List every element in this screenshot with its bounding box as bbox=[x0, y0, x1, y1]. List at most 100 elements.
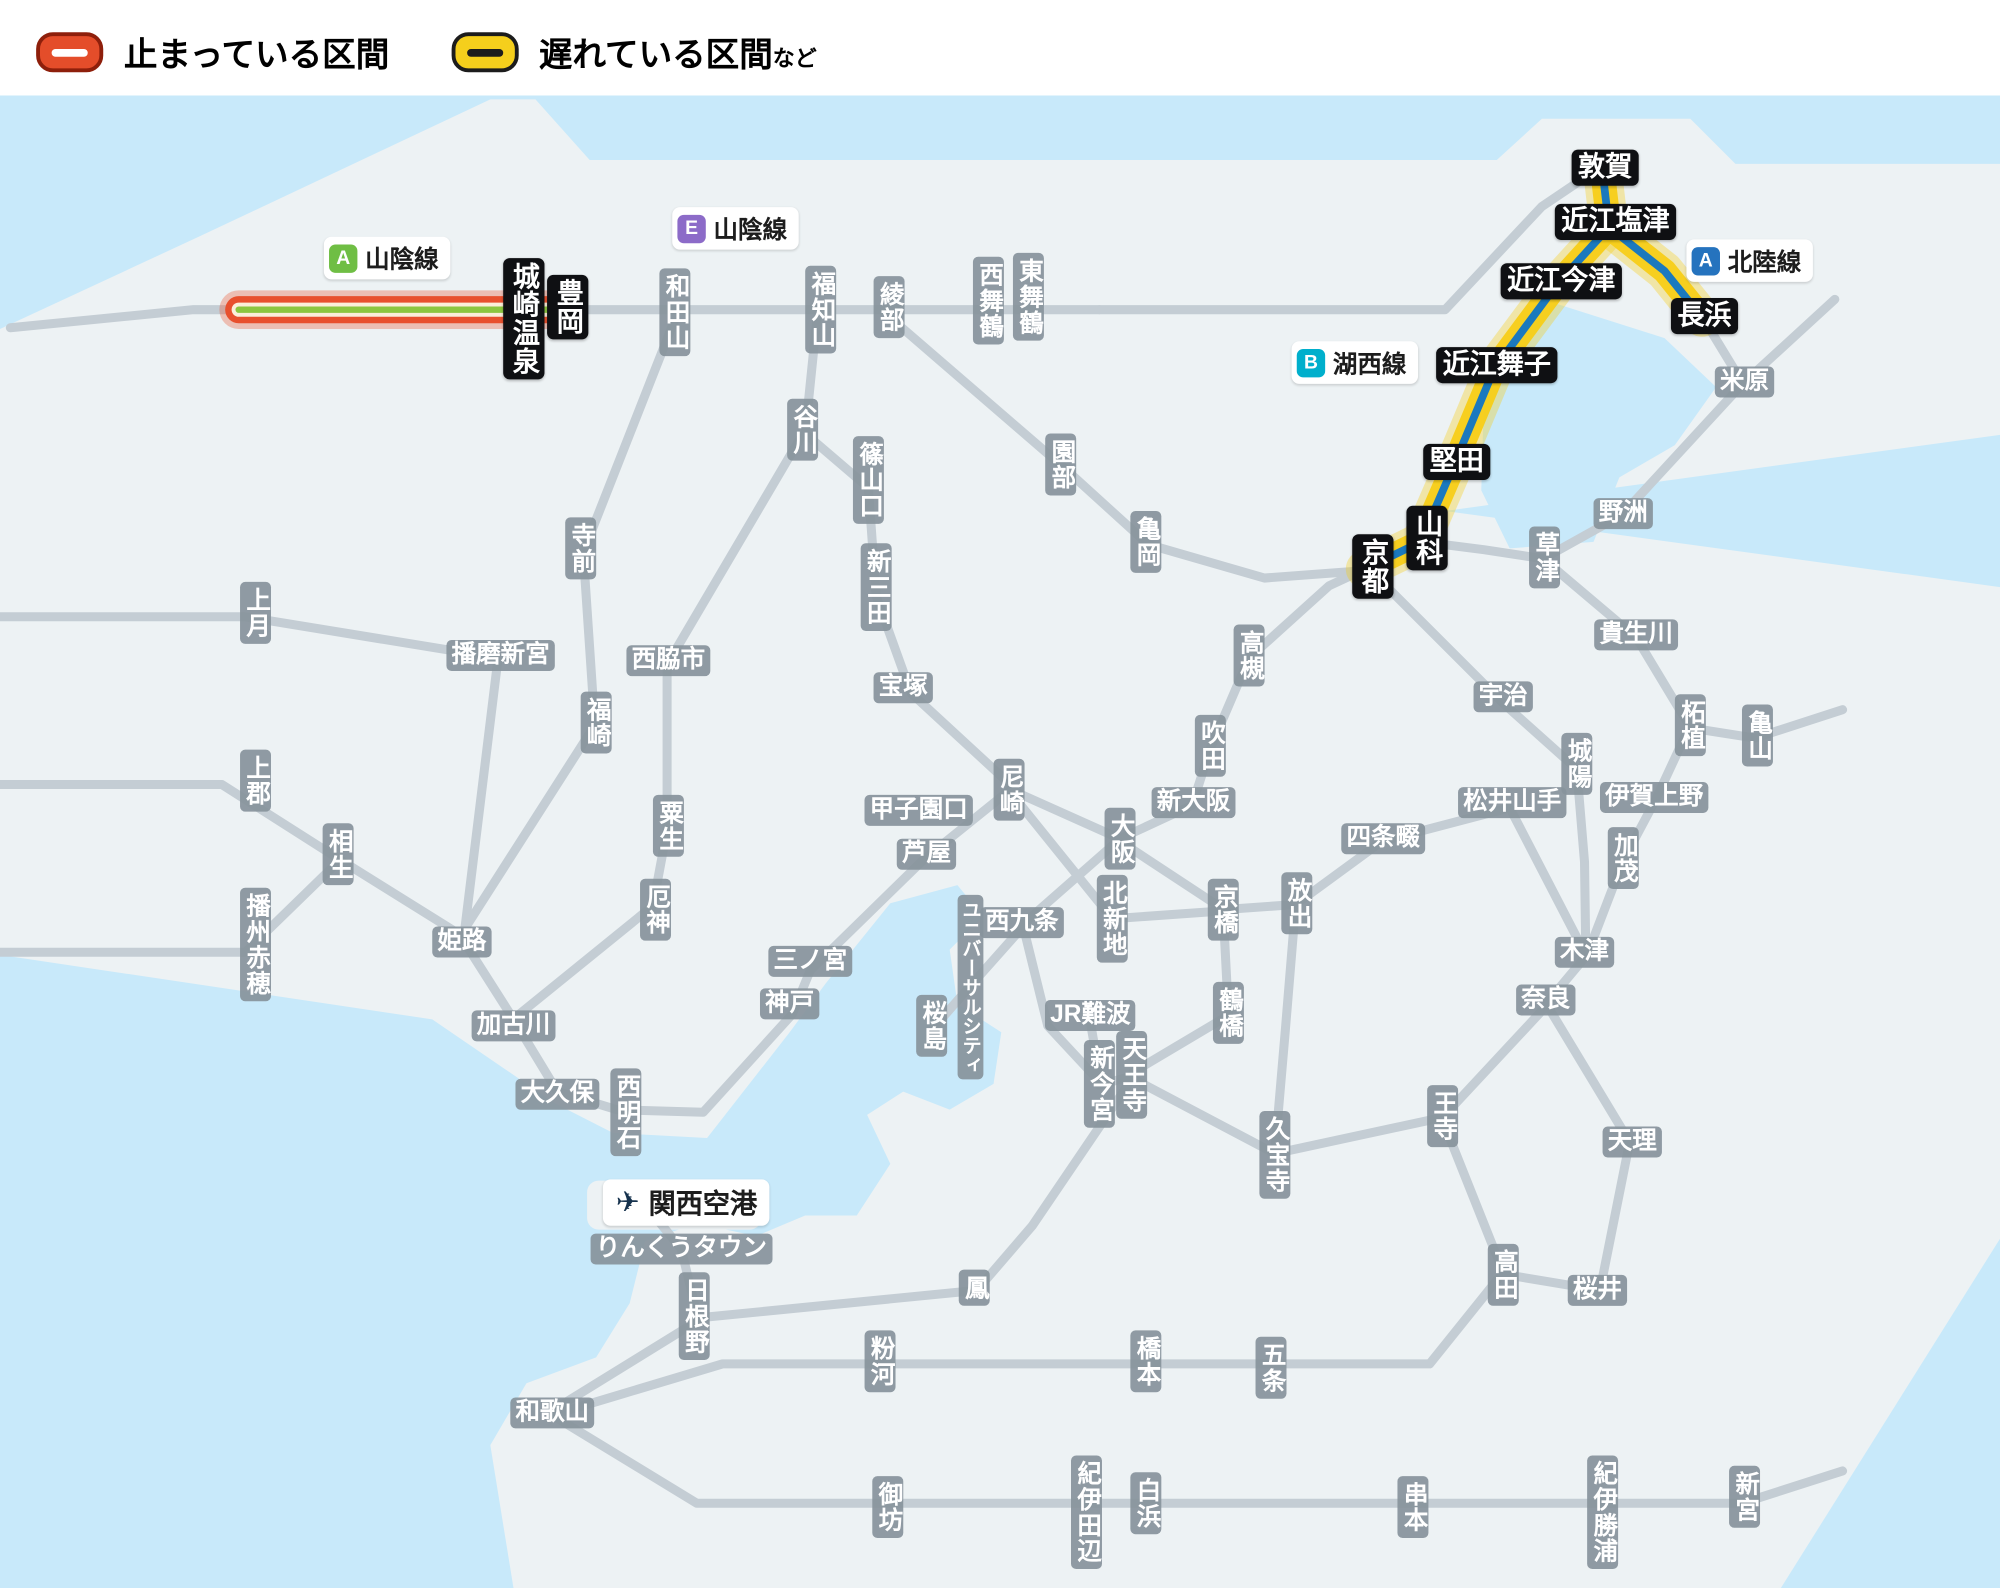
station-label: 京都 bbox=[1352, 534, 1394, 599]
line-badge-label: 湖西線 bbox=[1332, 351, 1407, 379]
station-label: 播磨新宮 bbox=[446, 640, 555, 671]
station-label: 桜井 bbox=[1567, 1274, 1628, 1306]
station-label: 松井山手 bbox=[1458, 787, 1567, 819]
station-label: 新大阪 bbox=[1151, 787, 1236, 819]
station-label: 堅田 bbox=[1423, 443, 1491, 481]
station-label: 新今宮 bbox=[1083, 1039, 1115, 1128]
station-label: 姫路 bbox=[432, 926, 492, 958]
station-label: 宇治 bbox=[1473, 681, 1533, 713]
station-label: 大久保 bbox=[515, 1078, 600, 1110]
station-label: 園部 bbox=[1045, 433, 1077, 496]
station-label: 寺前 bbox=[565, 517, 597, 580]
station-label: 西舞鶴 bbox=[972, 256, 1004, 345]
station-label: 橋本 bbox=[1130, 1330, 1162, 1393]
station-label: 城陽 bbox=[1561, 732, 1593, 795]
station-label: 上月 bbox=[240, 581, 271, 644]
station-label: 篠山口 bbox=[852, 436, 884, 524]
station-label: 甲子園口 bbox=[864, 794, 973, 826]
sea-wedge-east bbox=[1445, 434, 2000, 588]
station-label: 北新地 bbox=[1096, 874, 1128, 963]
legend: 止まっている区間 遅れている区間など bbox=[36, 23, 830, 82]
station-label: りんくうタウン bbox=[590, 1233, 773, 1265]
station-label: 粟生 bbox=[652, 794, 684, 857]
station-label: 大阪 bbox=[1104, 807, 1136, 870]
delayed-section-label: 遅れている区間など bbox=[538, 34, 817, 74]
station-label: 新宮 bbox=[1729, 1465, 1760, 1528]
station-label: 加古川 bbox=[471, 1010, 556, 1042]
station-label: 桜島 bbox=[916, 994, 948, 1057]
station-label: 新三田 bbox=[860, 543, 892, 631]
station-label: 王寺 bbox=[1427, 1085, 1459, 1148]
station-label: 宝塚 bbox=[873, 672, 933, 704]
station-label: 芦屋 bbox=[896, 838, 957, 870]
station-label: 神戸 bbox=[759, 988, 820, 1020]
station-label: 近江今津 bbox=[1500, 263, 1622, 300]
station-label: 尼崎 bbox=[993, 758, 1025, 821]
station-label: ユニバーサルシティ bbox=[957, 894, 984, 1080]
station-label: 高槻 bbox=[1233, 624, 1265, 687]
station-label: 奈良 bbox=[1516, 984, 1576, 1016]
station-label: 天理 bbox=[1602, 1126, 1662, 1158]
station-label: 綾部 bbox=[873, 276, 905, 339]
station-label: 草津 bbox=[1529, 526, 1560, 589]
station-label: 相生 bbox=[322, 823, 354, 886]
station-label: 播州赤穂 bbox=[240, 887, 271, 1002]
station-label: 西九条 bbox=[979, 907, 1064, 939]
station-label: 上郡 bbox=[240, 749, 271, 812]
station-label: 四条畷 bbox=[1341, 823, 1426, 855]
station-label: 日根野 bbox=[678, 1272, 710, 1360]
station-label: 鶴橋 bbox=[1212, 981, 1244, 1044]
station-label: 米原 bbox=[1714, 366, 1775, 398]
line-symbol-icon: A bbox=[329, 243, 358, 273]
station-label: 近江舞子 bbox=[1436, 347, 1558, 384]
line-symbol-icon: B bbox=[1296, 348, 1326, 377]
station-label: 久宝寺 bbox=[1259, 1110, 1291, 1199]
station-label: 野洲 bbox=[1593, 498, 1653, 529]
station-label: 放出 bbox=[1281, 872, 1313, 935]
station-label: 福知山 bbox=[805, 265, 837, 354]
station-label: 福崎 bbox=[580, 691, 612, 754]
airplane-icon: ✈ bbox=[615, 1185, 640, 1219]
delayed-section-swatch bbox=[451, 32, 519, 73]
line-badge-label: 北陸線 bbox=[1727, 249, 1802, 277]
station-label: 貴生川 bbox=[1594, 619, 1679, 651]
station-label: 豊岡 bbox=[547, 274, 589, 340]
station-label: 吹田 bbox=[1194, 714, 1226, 777]
station-label: 白浜 bbox=[1130, 1472, 1162, 1535]
airport-badge-label: 関西空港 bbox=[648, 1189, 758, 1220]
station-label: 山科 bbox=[1406, 505, 1448, 571]
kansai-airport-badge: ✈ 関西空港 bbox=[602, 1179, 770, 1226]
station-label: 亀山 bbox=[1741, 704, 1773, 767]
station-label: 東舞鶴 bbox=[1012, 252, 1044, 341]
station-label: 鳳 bbox=[958, 1269, 990, 1306]
station-label: 紀伊勝浦 bbox=[1587, 1455, 1619, 1570]
station-label: 城崎温泉 bbox=[503, 258, 545, 380]
station-label: 西明石 bbox=[610, 1068, 642, 1157]
station-label: 粉河 bbox=[864, 1330, 896, 1393]
line-symbol-icon: E bbox=[677, 214, 706, 243]
stopped-section-label: 止まっている区間 bbox=[123, 34, 390, 74]
station-label: 谷川 bbox=[787, 398, 819, 461]
osaka-bay bbox=[0, 885, 1002, 1588]
station-label: 御坊 bbox=[872, 1476, 904, 1539]
line-badge-label: 山陰線 bbox=[713, 217, 788, 245]
stopped-section-swatch bbox=[36, 32, 104, 73]
delayed-section-suffix: など bbox=[772, 46, 817, 71]
station-label: 敦賀 bbox=[1571, 149, 1639, 186]
line-symbol-icon: A bbox=[1691, 246, 1720, 275]
station-label: JR難波 bbox=[1044, 1000, 1136, 1031]
station-label: 和田山 bbox=[659, 268, 691, 357]
station-label: 伊賀上野 bbox=[1599, 781, 1709, 813]
station-label: 五条 bbox=[1255, 1336, 1287, 1399]
line-badge-label: 山陰線 bbox=[365, 247, 439, 275]
station-label: 京橋 bbox=[1207, 878, 1239, 941]
station-label: 紀伊田辺 bbox=[1071, 1455, 1102, 1570]
